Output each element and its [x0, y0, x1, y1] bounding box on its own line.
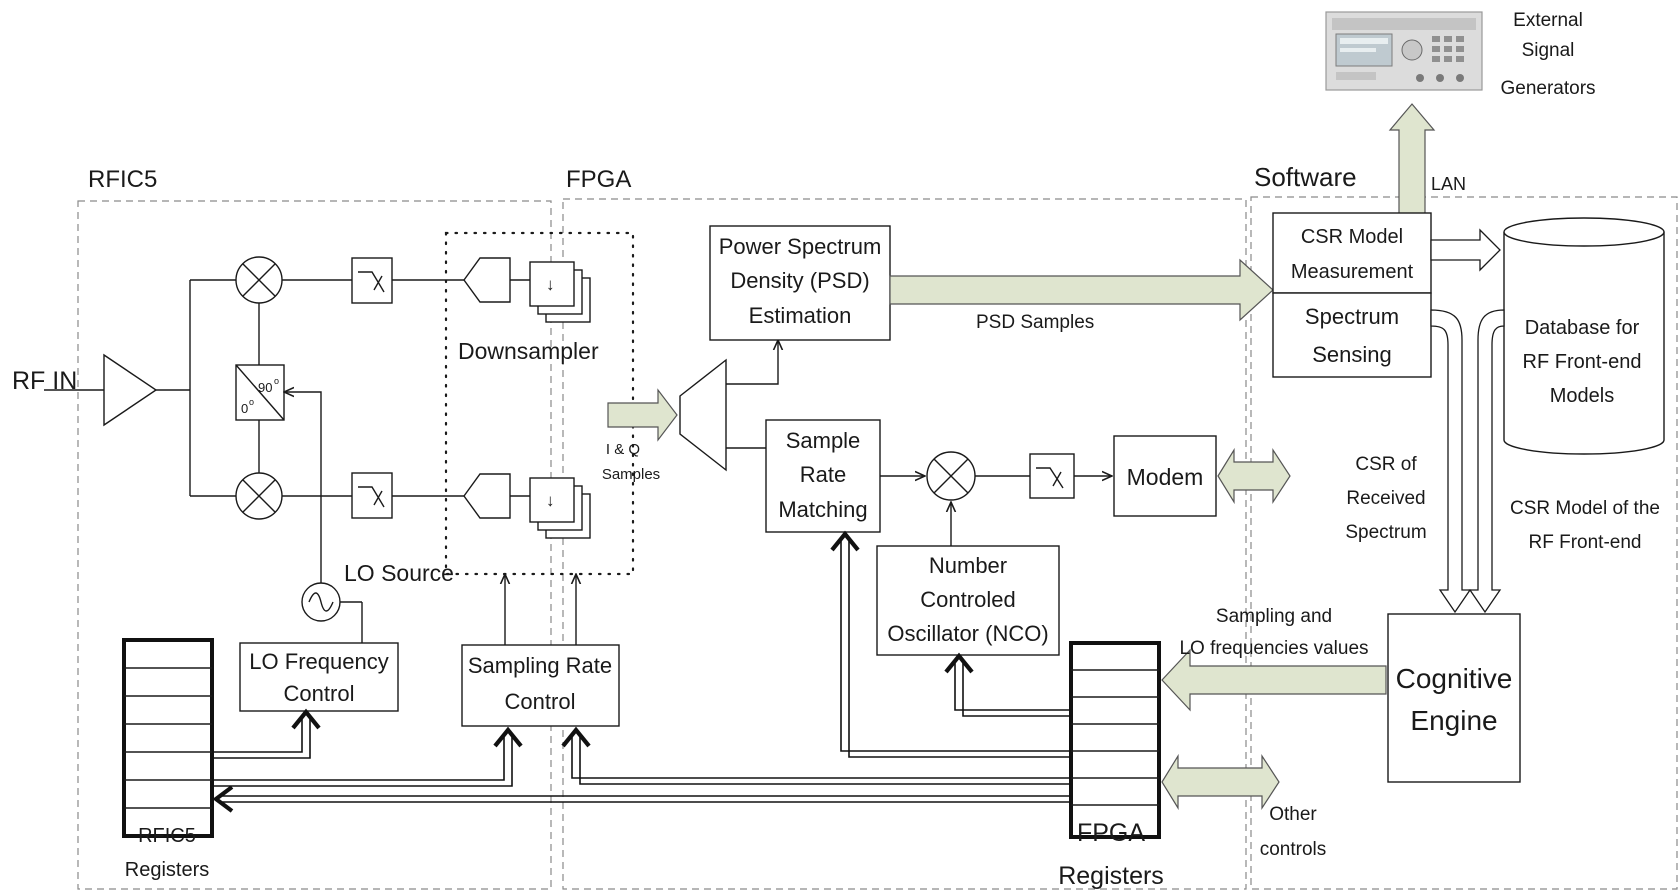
fpga-registers [1071, 643, 1159, 837]
psd-estimation-line1: Power Spectrum [719, 234, 882, 259]
nco-line3: Oscillator (NCO) [887, 621, 1048, 646]
bus-fpga-nco [946, 656, 1071, 716]
lan-label: LAN [1431, 174, 1466, 194]
sample-rate-matching-line3: Matching [778, 497, 867, 522]
psd-samples-label: PSD Samples [976, 312, 1094, 333]
iq-samples-line1: I & Q [606, 441, 640, 458]
psd-samples-arrow [890, 260, 1273, 320]
bus-rfic-lo [212, 712, 319, 758]
database-to-cognitive-arrow [1470, 310, 1504, 612]
cognitive-to-fpga-arrow [1162, 650, 1386, 710]
lan-arrow [1390, 104, 1434, 226]
ext-label-line2: Signal [1522, 40, 1575, 61]
spectrum-sensing-line1: Spectrum [1305, 304, 1399, 329]
fpga-registers-line2: Registers [1058, 862, 1164, 890]
csr-to-database-arrow [1431, 230, 1500, 270]
phase-0-label: 0 [241, 401, 248, 416]
sampling-rate-control-line1: Sampling Rate [468, 653, 612, 678]
splitter [680, 360, 726, 470]
iq-samples-line2: Samples [602, 466, 660, 483]
other-controls-line1: Other [1269, 804, 1317, 825]
csr-model-frontend-line2: RF Front-end [1529, 532, 1642, 553]
rfic5-registers-line1: RFIC5 [138, 825, 196, 847]
rfic5-registers-line2: Registers [125, 859, 209, 881]
lpf-fpga [1030, 454, 1074, 498]
sensing-to-cognitive-arrow [1431, 310, 1470, 612]
nco-line2: Controled [920, 587, 1015, 612]
csr-received-line3: Spectrum [1345, 522, 1426, 543]
database-line3: Models [1550, 385, 1614, 407]
bus-fpga-rfic [216, 787, 1071, 811]
sample-rate-matching-line1: Sample [786, 428, 861, 453]
other-controls-arrow [1162, 756, 1279, 808]
rfic5-registers [124, 640, 212, 836]
mixer-i [236, 257, 282, 303]
lo-source-icon [302, 583, 340, 621]
lo-frequency-control-line1: LO Frequency [249, 649, 388, 674]
lna-amplifier [104, 355, 156, 425]
nco-mixer [927, 452, 975, 500]
csr-model-measurement-line1: CSR Model [1301, 226, 1403, 248]
phase-90-unit: o [274, 376, 279, 386]
region-software-label: Software [1254, 162, 1357, 192]
adc-i [464, 258, 510, 302]
sampling-lo-line1: Sampling and [1216, 606, 1332, 627]
phase-0-unit: o [249, 397, 254, 407]
csr-received-line1: CSR of [1355, 454, 1417, 475]
fpga-registers-line1: FPGA [1077, 819, 1145, 847]
sample-rate-matching-line2: Rate [800, 462, 846, 487]
downsample-symbol-i: ↓ [546, 275, 555, 294]
rf-in-label: RF IN [12, 367, 77, 395]
ext-label-line1: External [1513, 10, 1583, 31]
nco-line1: Number [929, 553, 1007, 578]
psd-estimation-line2: Density (PSD) [730, 268, 869, 293]
phase-shifter: 90 o 0 o [236, 365, 284, 420]
lpf-i [352, 258, 392, 303]
iq-samples-arrow [608, 390, 677, 440]
lo-frequency-control-line2: Control [284, 681, 355, 706]
csr-received-line2: Received [1346, 488, 1425, 509]
signal-generator-icon [1326, 12, 1482, 90]
downsample-symbol-q: ↓ [546, 491, 555, 510]
cognitive-engine-box [1388, 614, 1520, 782]
region-rfic5-label: RFIC5 [88, 166, 157, 193]
sampling-rate-control-line2: Control [505, 689, 576, 714]
downsampler-i: ↓ [530, 262, 590, 322]
downsampler-label: Downsampler [458, 338, 599, 364]
csr-model-measurement-line2: Measurement [1291, 261, 1414, 283]
database-line2: RF Front-end [1523, 351, 1642, 373]
other-controls-line2: controls [1260, 839, 1327, 860]
mixer-q [236, 473, 282, 519]
region-fpga-label: FPGA [566, 166, 631, 193]
cognitive-engine-line2: Engine [1410, 705, 1497, 736]
downsampler-q: ↓ [530, 478, 590, 538]
psd-estimation-line3: Estimation [749, 303, 852, 328]
sampling-lo-line2: LO frequencies values [1179, 638, 1368, 659]
database-line1: Database for [1525, 317, 1640, 339]
spectrum-sensing-line2: Sensing [1312, 342, 1392, 367]
phase-90-label: 90 [258, 380, 272, 395]
modem-io-arrow [1218, 450, 1290, 502]
external-signal-generators-label: External Signal Generators [1500, 10, 1595, 99]
modem-label: Modem [1127, 464, 1204, 490]
lpf-q [352, 473, 392, 518]
adc-q [464, 474, 510, 518]
lo-source-label: LO Source [344, 560, 454, 586]
ext-label-line3: Generators [1500, 78, 1595, 99]
cognitive-engine-line1: Cognitive [1396, 663, 1513, 694]
csr-model-frontend-line1: CSR Model of the [1510, 498, 1660, 519]
